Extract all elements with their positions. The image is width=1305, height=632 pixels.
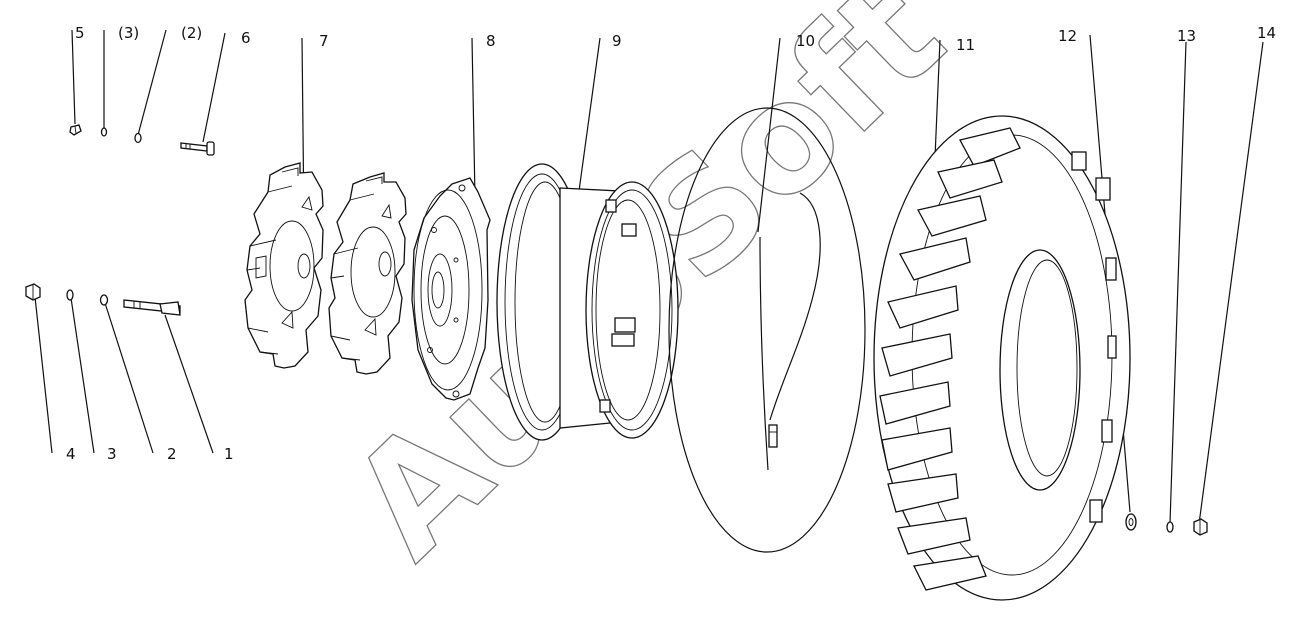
- inner-tube: [668, 107, 866, 553]
- callout-6: 6: [241, 29, 251, 47]
- tractor-tire: [873, 115, 1131, 601]
- callout-7: 7: [319, 32, 329, 50]
- washer-icon: [134, 132, 142, 144]
- hardware-left: [25, 283, 181, 316]
- callout-12: 12: [1058, 27, 1077, 45]
- callout-14: 14: [1257, 24, 1276, 42]
- callout-labels: 5 (3) (2) 6 7 8 9 10 11 12 13 14 4 3 2 1: [66, 24, 1276, 463]
- hardware-right: [1125, 513, 1208, 536]
- callout-11: 11: [956, 36, 975, 54]
- callout-3-paren: (3): [118, 24, 139, 42]
- nut-icon: [69, 124, 82, 136]
- callout-4: 4: [66, 445, 76, 463]
- callout-2-paren: (2): [181, 24, 202, 42]
- washer-icon: [99, 294, 109, 306]
- callout-13: 13: [1177, 27, 1196, 45]
- hardware-top: [69, 124, 215, 156]
- nut-icon: [1193, 518, 1208, 536]
- bolt-icon: [180, 141, 215, 156]
- tread-lugs: [879, 127, 1021, 591]
- ballast-weight-rear: [328, 172, 407, 375]
- wheel-rim: [496, 163, 679, 441]
- stud-bolt-icon: [123, 299, 181, 316]
- callout-2: 2: [167, 445, 177, 463]
- nut-icon: [25, 283, 41, 301]
- washer-icon: [1125, 513, 1137, 531]
- callout-9: 9: [612, 32, 622, 50]
- side-lugs: [1071, 151, 1117, 523]
- callout-10: 10: [796, 32, 815, 50]
- valve-stem-icon: [768, 424, 778, 448]
- callout-3: 3: [107, 445, 117, 463]
- washer-icon: [100, 127, 108, 137]
- callout-1: 1: [224, 445, 234, 463]
- callout-8: 8: [486, 32, 496, 50]
- callout-5: 5: [75, 24, 85, 42]
- washer-icon: [66, 289, 74, 301]
- washer-icon: [1166, 521, 1174, 533]
- wheel-disc: [411, 177, 491, 401]
- ballast-weight-front: [244, 162, 324, 369]
